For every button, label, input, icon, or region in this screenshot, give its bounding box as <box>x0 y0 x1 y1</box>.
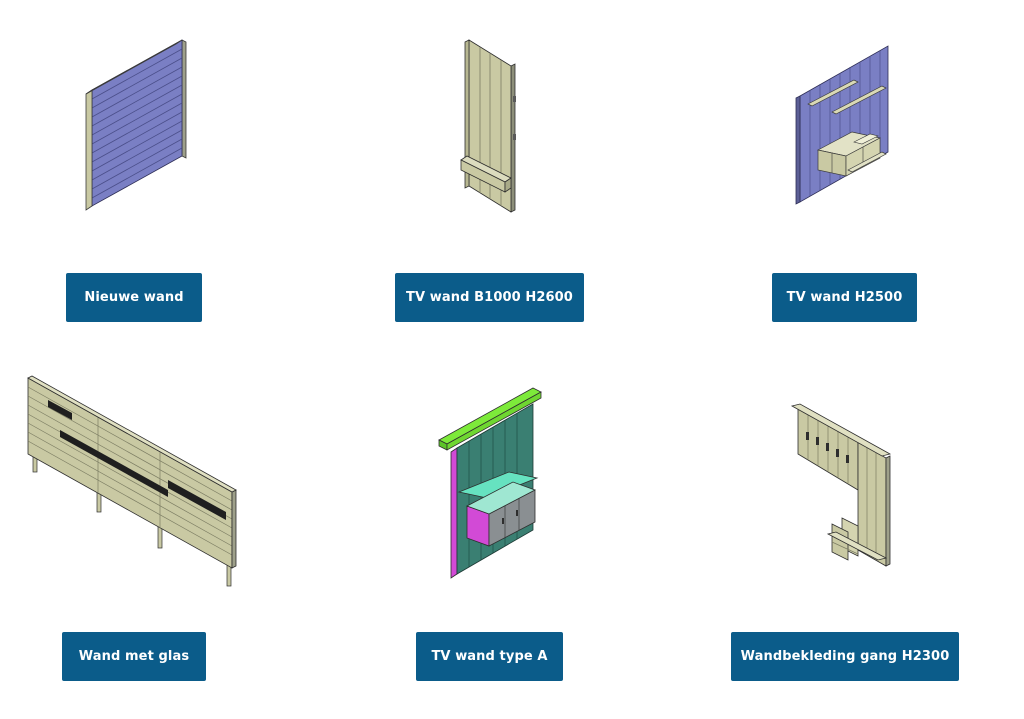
tv-wand-b1000-h2600-button[interactable]: TV wand B1000 H2600 <box>395 273 584 322</box>
nieuwe-wand-button[interactable]: Nieuwe wand <box>66 273 202 322</box>
glass-wall-image <box>27 375 237 587</box>
tv-wand-type-a-button[interactable]: TV wand type A <box>416 632 563 681</box>
product-thumbnail[interactable] <box>341 0 682 260</box>
product-thumbnail[interactable] <box>682 0 1023 260</box>
product-thumbnail[interactable] <box>682 360 1023 620</box>
tv-wall-tall-image <box>460 39 516 213</box>
tv-wall-blue-shelves-image <box>795 45 889 205</box>
product-thumbnail[interactable] <box>0 0 341 260</box>
tv-wand-h2500-button[interactable]: TV wand H2500 <box>772 273 917 322</box>
tv-wall-colored-image <box>438 387 542 579</box>
wand-met-glas-button[interactable]: Wand met glas <box>62 632 206 681</box>
wandbekleding-gang-h2300-button[interactable]: Wandbekleding gang H2300 <box>731 632 959 681</box>
hallway-wall-cladding-image <box>790 403 892 567</box>
product-thumbnail[interactable] <box>341 360 682 620</box>
product-thumbnail[interactable] <box>0 360 341 620</box>
wall-panel-blue-image <box>85 39 187 211</box>
